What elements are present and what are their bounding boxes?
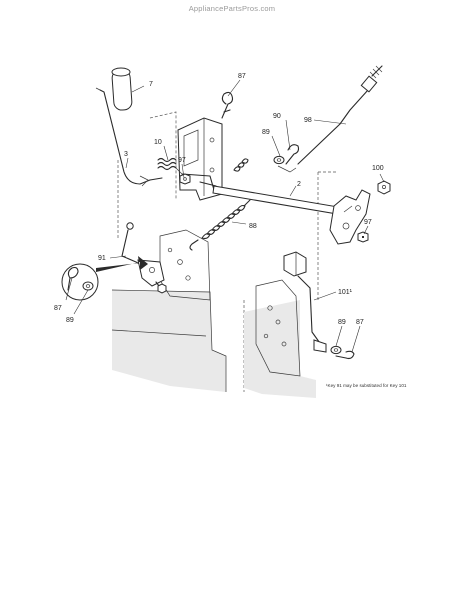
detail-inset: [61, 263, 99, 301]
leader-lines: [65, 79, 385, 353]
callout-89-bottom: 89: [338, 319, 346, 326]
spring-small-upper: [233, 158, 249, 172]
callout-87-top: 87: [238, 73, 246, 80]
lift-handle-rod: [95, 87, 163, 187]
nut-97-left: [179, 173, 191, 185]
washer-89-bottom: [330, 345, 342, 355]
lift-shaft: [199, 181, 345, 216]
callout-89-left: 89: [66, 317, 74, 324]
callouts: 7 87 98 90 89 3 10 97 2 100 88 97 91 87 …: [54, 73, 384, 326]
rod-98: [277, 65, 383, 173]
pointer-arrow: [96, 256, 148, 272]
handle-grip: [111, 67, 133, 111]
right-arm-bracket: [329, 189, 371, 245]
clip-90: [285, 144, 300, 165]
callout-97-left: 97: [178, 157, 186, 164]
washer-89-upper: [273, 155, 285, 165]
callout-91: 91: [98, 255, 106, 262]
spring-86: [189, 199, 251, 251]
callout-89-mid: 89: [262, 129, 270, 136]
watermark: AppliancePartsPros.com: [188, 4, 276, 13]
left-deck-plate: [111, 229, 227, 392]
callout-88: 88: [249, 223, 257, 230]
nut-100: [377, 180, 391, 195]
clip-87-bottom: [335, 350, 355, 360]
callout-2: 2: [297, 181, 301, 188]
lift-arm-91: [121, 222, 167, 294]
callout-101: 101¹: [338, 289, 353, 296]
clip-87-top: [221, 91, 234, 119]
callout-87-left: 87: [54, 305, 62, 312]
callout-87-bottom: 87: [356, 319, 364, 326]
callout-97-right: 97: [364, 219, 372, 226]
callout-7: 7: [149, 81, 153, 88]
spring-10: [157, 157, 183, 175]
callout-10: 10: [154, 139, 162, 146]
callout-90: 90: [273, 113, 281, 120]
nut-97-right: [357, 231, 369, 243]
lever-101: [283, 251, 327, 353]
callout-100: 100: [372, 165, 384, 172]
right-deck-plate: [244, 279, 316, 398]
footnote: ¹Key 91 may be substituted for Key 101: [326, 383, 407, 388]
callout-98: 98: [304, 117, 312, 124]
callout-3: 3: [124, 151, 128, 158]
